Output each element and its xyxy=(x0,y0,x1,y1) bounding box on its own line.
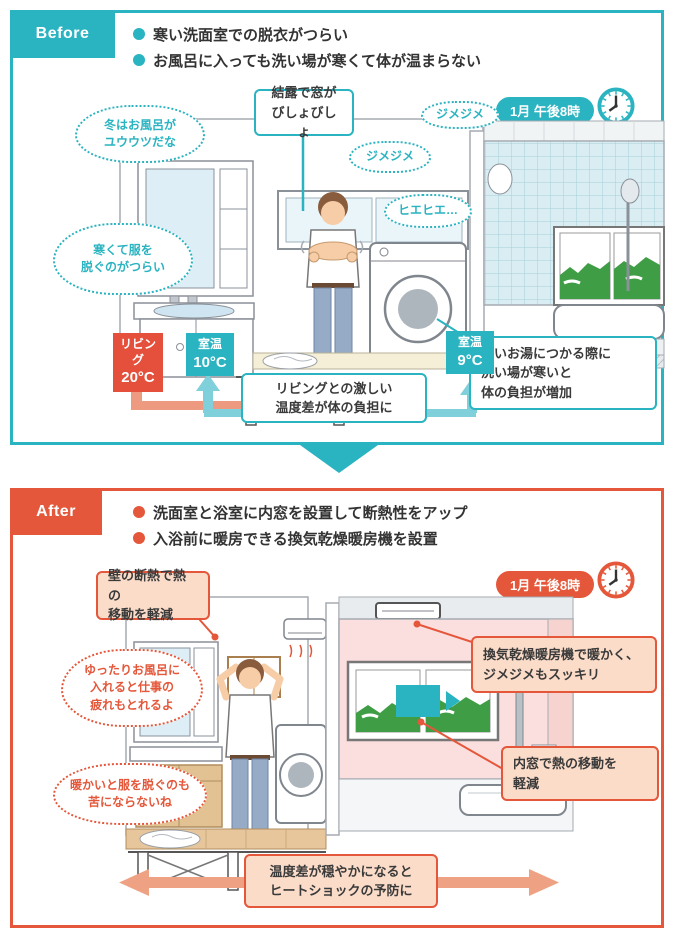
bullet-text: お風呂に入っても洗い場が寒くて体が温まらない xyxy=(153,52,482,70)
thought-bubble: 冬はお風呂が ユウウツだな xyxy=(75,105,205,163)
callout-box: 換気乾燥暖房機で暖かく、 ジメジメもスッキリ xyxy=(471,636,657,693)
callout-box: 熱いお湯につかる際に 洗い場が寒いと 体の負担が増加 xyxy=(469,336,657,410)
time-badge: 1月 午後8時 xyxy=(496,97,595,124)
after-panel: After 洗面室と浴室に内窓を設置して断熱性をアップ 入浴前に暖房できる換気乾… xyxy=(10,488,664,928)
bullet-dot-icon xyxy=(133,54,145,66)
temp-label-room: 室温 9°C xyxy=(446,331,494,375)
bullet-dot-icon xyxy=(133,532,145,544)
thought-bubble: 暖かいと服を脱ぐのも 苦にならないね xyxy=(53,763,207,825)
callout-box: 壁の断熱で熱の 移動を軽減 xyxy=(96,568,210,622)
bullet-text: 入浴前に暖房できる換気乾燥暖房機を設置 xyxy=(153,530,438,548)
bullet-item: 寒い洗面室での脱衣がつらい xyxy=(133,21,481,47)
thought-bubble: ヒエヒエ… xyxy=(384,194,472,228)
before-tab-label: Before xyxy=(10,10,115,58)
bullet-item: 入浴前に暖房できる換気乾燥暖房機を設置 xyxy=(133,525,468,551)
bullet-dot-icon xyxy=(133,506,145,518)
bullet-item: 洗面室と浴室に内窓を設置して断熱性をアップ xyxy=(133,499,468,525)
thought-bubble: 寒くて服を 脱ぐのがつらい xyxy=(53,223,193,295)
bullet-item: お風呂に入っても洗い場が寒くて体が温まらない xyxy=(133,47,481,73)
time-badge: 1月 午後8時 xyxy=(496,571,595,598)
thought-bubble: ゆったりお風呂に 入れると仕事の 疲れもとれるよ xyxy=(61,649,203,727)
callout-box: リビングとの激しい 温度差が体の負担に xyxy=(241,373,427,423)
clock-icon xyxy=(597,87,635,125)
bullet-dot-icon xyxy=(133,28,145,40)
thought-bubble: ジメジメ xyxy=(349,141,431,173)
bullet-text: 洗面室と浴室に内窓を設置して断熱性をアップ xyxy=(153,504,468,522)
before-bullet-list: 寒い洗面室での脱衣がつらい お風呂に入っても洗い場が寒くて体が温まらない xyxy=(133,21,481,73)
before-panel: Before 寒い洗面室での脱衣がつらい お風呂に入っても洗い場が寒くて体が温ま… xyxy=(10,10,665,445)
thought-bubble: ジメジメ xyxy=(421,101,499,129)
callout-box: 結露で窓が びしょびしょ xyxy=(254,85,354,139)
callout-box: 温度差が穏やかになると ヒートショックの予防に xyxy=(244,854,438,908)
callout-box: 内窓で熱の移動を 軽減 xyxy=(501,746,659,801)
temp-label-living: リビング 20°C xyxy=(113,333,163,392)
transition-arrow-icon xyxy=(300,445,378,473)
after-tab-label: After xyxy=(10,488,102,535)
temp-label-room: 室温 10°C xyxy=(186,333,234,377)
after-bullet-list: 洗面室と浴室に内窓を設置して断熱性をアップ 入浴前に暖房できる換気乾燥暖房機を設… xyxy=(133,499,468,551)
bullet-text: 寒い洗面室での脱衣がつらい xyxy=(153,26,349,44)
clock-icon xyxy=(597,561,635,599)
